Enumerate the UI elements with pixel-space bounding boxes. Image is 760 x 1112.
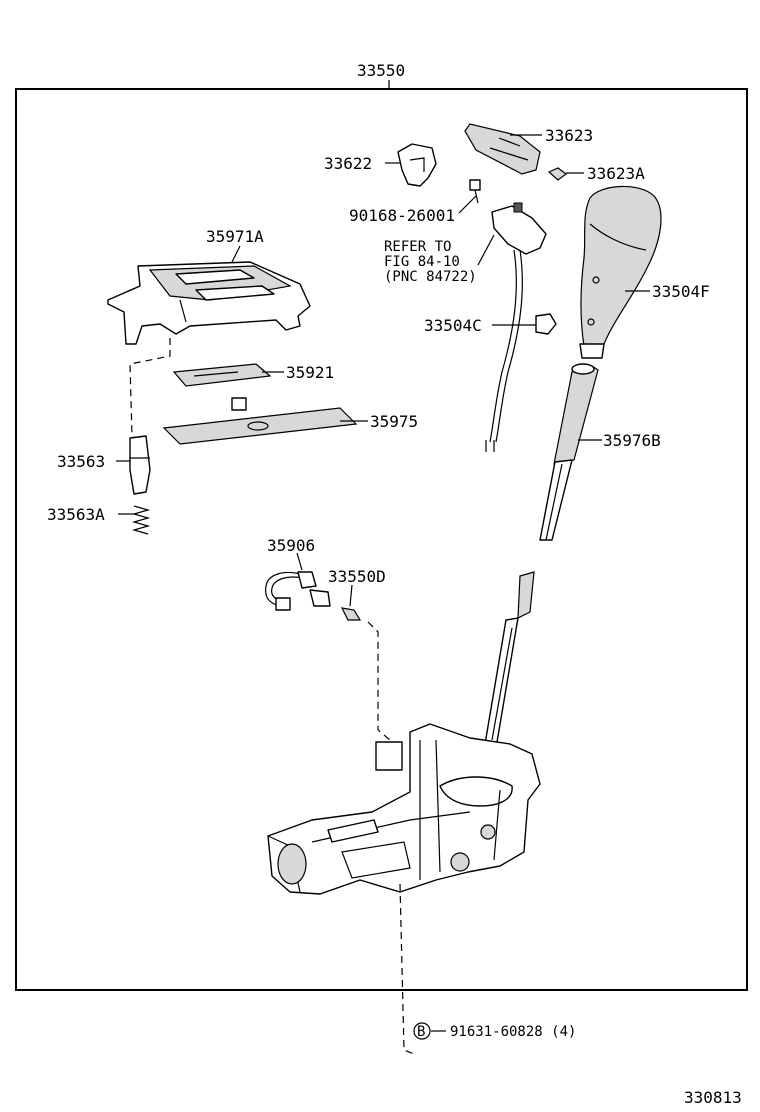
part-33504C-drawing	[535, 313, 557, 335]
part-label-33504C[interactable]: 33504C	[424, 316, 482, 335]
part-35906-drawing	[265, 571, 331, 611]
part-label-91631-60828[interactable]: 91631-60828 (4)	[450, 1024, 576, 1040]
part-35971A-drawing	[107, 261, 311, 345]
reference-line-1: REFER TO	[384, 239, 451, 255]
shift-lever-drawing	[483, 571, 535, 751]
leader-35971A	[231, 245, 241, 263]
assembly-number: 33550	[357, 61, 405, 80]
part-label-35976B[interactable]: 35976B	[603, 431, 661, 450]
part-35921-drawing	[172, 363, 272, 387]
leader-33550D	[349, 584, 353, 607]
leader-35906	[296, 552, 303, 571]
figure-number: 330813	[684, 1088, 742, 1107]
part-33622-drawing	[397, 143, 437, 187]
leader-refer	[477, 234, 495, 266]
part-label-35921[interactable]: 35921	[286, 363, 334, 382]
assembly-frame	[15, 88, 748, 991]
leader-90168	[458, 195, 477, 214]
part-33563-drawing	[129, 435, 151, 495]
part-33563A-drawing	[131, 505, 151, 535]
part-33550D-drawing	[340, 607, 362, 621]
part-33504F-drawing	[579, 185, 662, 359]
part-label-35975[interactable]: 35975	[370, 412, 418, 431]
dashed-alignment-bolt	[399, 883, 415, 1055]
reference-line-2: FIG 84-10	[384, 254, 460, 270]
part-label-33623A[interactable]: 33623A	[587, 164, 645, 183]
part-label-33550D[interactable]: 33550D	[328, 567, 386, 586]
part-label-33504F[interactable]: 33504F	[652, 282, 710, 301]
part-33623-drawing	[464, 123, 541, 175]
part-label-90168-26001[interactable]: 90168-26001	[349, 206, 455, 225]
dashed-alignment-left	[129, 338, 171, 437]
shift-base-drawing	[267, 723, 541, 895]
bolt-marker-circle	[413, 1022, 431, 1040]
dashed-alignment-pin	[367, 621, 391, 741]
part-90168-drawing	[469, 179, 481, 204]
part-label-33622[interactable]: 33622	[324, 154, 372, 173]
switch-wire-drawing	[485, 202, 547, 452]
part-label-35971A[interactable]: 35971A	[206, 227, 264, 246]
bolt-marker-letter: B	[417, 1024, 425, 1040]
part-label-33563[interactable]: 33563	[57, 452, 105, 471]
part-label-33623[interactable]: 33623	[545, 126, 593, 145]
part-label-35906[interactable]: 35906	[267, 536, 315, 555]
part-33623A-drawing	[547, 167, 567, 181]
part-label-33563A[interactable]: 33563A	[47, 505, 105, 524]
part-35975-drawing	[162, 397, 358, 445]
part-35976B-drawing	[539, 363, 599, 541]
reference-line-3: (PNC 84722)	[384, 269, 477, 285]
